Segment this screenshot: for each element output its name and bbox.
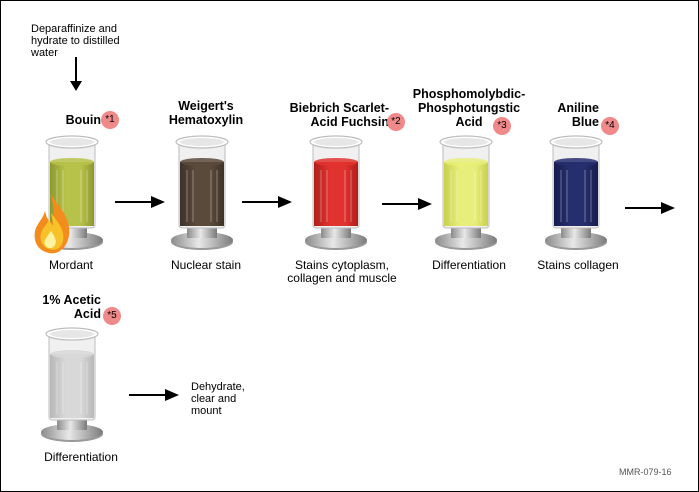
step-5-beaker	[543, 134, 609, 257]
right-arrow-icon	[242, 196, 292, 208]
step-6-label: Differentiation	[44, 450, 118, 464]
step-6-beaker	[39, 326, 105, 449]
step-2-beaker	[169, 134, 235, 257]
flame-icon	[34, 195, 70, 254]
step-3-title: Biebrich Scarlet- Acid Fuchsin	[289, 101, 389, 129]
final-note: Dehydrate, clear and mount	[191, 381, 245, 417]
right-arrow-icon	[382, 198, 432, 210]
right-arrow-icon	[129, 389, 179, 401]
step-3-label: Stains cytoplasm, collagen and muscle	[287, 258, 397, 285]
right-arrow-icon	[115, 196, 165, 208]
step-4-label: Differentiation	[432, 258, 506, 272]
step-5-label: Stains collagen	[537, 258, 619, 272]
down-arrow-icon	[70, 57, 82, 91]
step-5-badge: *4	[601, 117, 619, 135]
step-6-badge: *5	[103, 307, 121, 325]
step-4-title: Phosphomolybdic- Phosphotungstic Acid	[412, 87, 526, 129]
right-arrow-icon	[625, 202, 675, 214]
step-2-label: Nuclear stain	[170, 258, 242, 272]
figure-code: MMR-079-16	[619, 467, 672, 477]
step-5-title: Aniline Blue	[557, 101, 599, 129]
intro-note: Deparaffinize and hydrate to distilled w…	[31, 23, 120, 59]
step-3-beaker	[303, 134, 369, 257]
step-3-badge: *2	[387, 113, 405, 131]
step-6-title: 1% Acetic Acid	[42, 293, 101, 321]
step-4-beaker	[433, 134, 499, 257]
step-2-title: Weigert's Hematoxylin	[168, 99, 244, 127]
step-1-title: Bouin	[65, 113, 101, 127]
step-4-badge: *3	[493, 117, 511, 135]
step-1-badge: *1	[101, 111, 119, 129]
step-1-label: Mordant	[48, 258, 94, 272]
